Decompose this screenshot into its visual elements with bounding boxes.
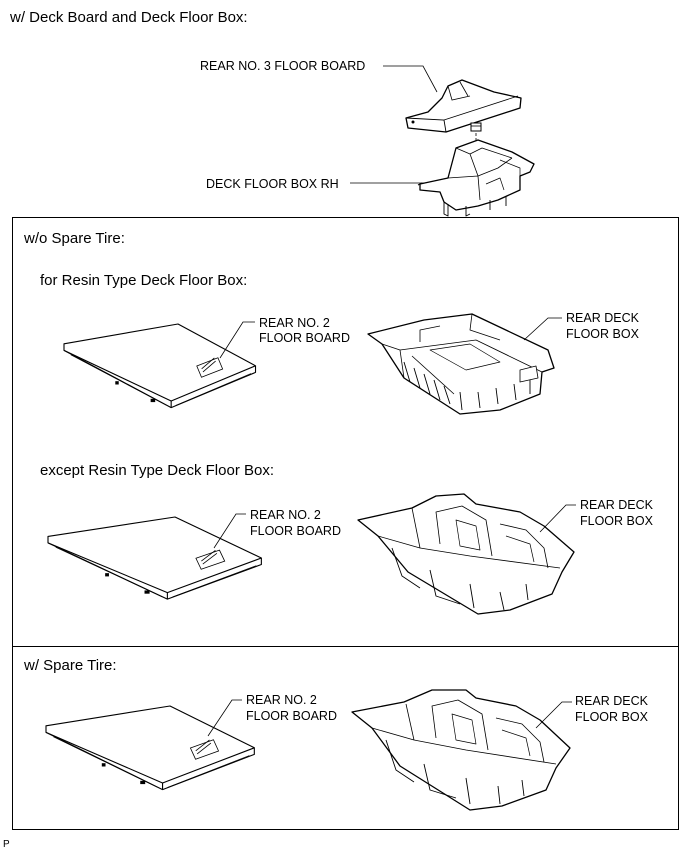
spare-rear-deck-floor-box-drawing	[352, 690, 570, 810]
label-spare-board-1: REAR NO. 2	[246, 693, 317, 707]
label-deck-floor-box-rh: DECK FLOOR BOX RH	[206, 177, 339, 191]
label-spare-box-2: FLOOR BOX	[575, 710, 648, 724]
footer-mark: P	[3, 839, 10, 850]
rear-no3-floor-board-drawing	[406, 80, 521, 132]
label-spare-board-2: FLOOR BOARD	[246, 709, 337, 723]
label-spare-box-1: REAR DECK	[575, 694, 648, 708]
label-resin-box-2: FLOOR BOX	[566, 327, 639, 341]
resin-rear-deck-floor-box-drawing	[368, 314, 554, 414]
label-except-box-1: REAR DECK	[580, 498, 653, 512]
label-rear-no3-floor-board: REAR NO. 3 FLOOR BOARD	[200, 59, 366, 73]
wo-spare-heading: w/o Spare Tire:	[24, 230, 125, 247]
w-spare-tire-section	[12, 646, 679, 830]
label-resin-board-1: REAR NO. 2	[259, 316, 330, 330]
label-except-board-1: REAR NO. 2	[250, 508, 321, 522]
top-heading: w/ Deck Board and Deck Floor Box:	[10, 9, 248, 26]
except-heading: except Resin Type Deck Floor Box:	[40, 462, 274, 479]
w-spare-heading: w/ Spare Tire:	[24, 657, 117, 674]
label-resin-board-2: FLOOR BOARD	[259, 331, 350, 345]
clip-fastener-drawing	[471, 123, 481, 150]
resin-heading: for Resin Type Deck Floor Box:	[40, 272, 248, 289]
label-except-box-2: FLOOR BOX	[580, 514, 653, 528]
deck-floor-box-rh-drawing	[418, 140, 534, 216]
label-except-board-2: FLOOR BOARD	[250, 524, 341, 538]
spare-rear-no2-floor-board-drawing	[45, 705, 256, 791]
except-rear-no2-floor-board-drawing	[47, 516, 263, 600]
resin-rear-no2-floor-board-drawing	[63, 323, 257, 409]
except-rear-deck-floor-box-drawing	[358, 494, 574, 614]
label-resin-box-1: REAR DECK	[566, 311, 639, 325]
